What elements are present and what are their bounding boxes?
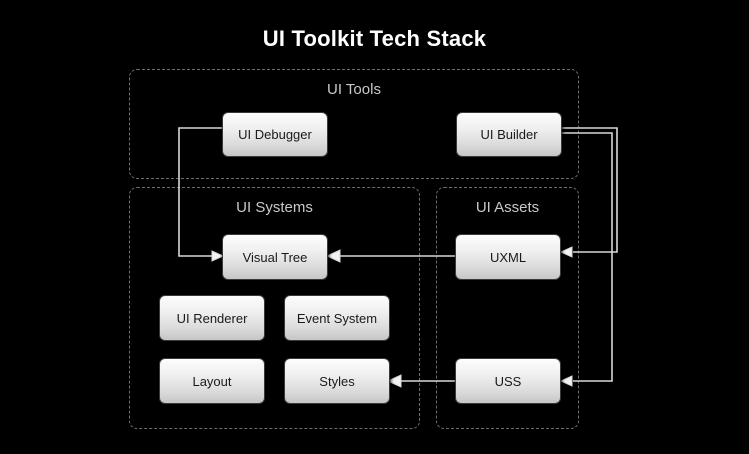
- node-uss-label: USS: [494, 373, 522, 389]
- node-visual-tree-label: Visual Tree: [242, 249, 308, 265]
- group-ui-assets-label: UI Assets: [475, 199, 540, 216]
- node-ui-renderer[interactable]: UI Renderer: [159, 295, 265, 341]
- node-uxml-label: UXML: [489, 249, 527, 265]
- node-ui-debugger[interactable]: UI Debugger: [222, 112, 328, 157]
- group-ui-tools: UI Tools: [129, 69, 579, 179]
- node-event-system[interactable]: Event System: [284, 295, 390, 341]
- node-layout-label: Layout: [192, 373, 232, 389]
- node-ui-renderer-label: UI Renderer: [176, 310, 248, 326]
- node-uxml[interactable]: UXML: [455, 234, 561, 280]
- node-styles[interactable]: Styles: [284, 358, 390, 404]
- node-visual-tree[interactable]: Visual Tree: [222, 234, 328, 280]
- node-event-system-label: Event System: [296, 310, 378, 326]
- group-ui-tools-label: UI Tools: [327, 81, 381, 98]
- page-title: UI Toolkit Tech Stack: [262, 26, 487, 51]
- node-ui-builder[interactable]: UI Builder: [456, 112, 562, 157]
- node-layout[interactable]: Layout: [159, 358, 265, 404]
- node-ui-debugger-label: UI Debugger: [238, 127, 312, 142]
- node-ui-builder-label: UI Builder: [480, 127, 538, 142]
- node-styles-label: Styles: [319, 373, 355, 389]
- group-ui-systems: UI Systems: [129, 187, 420, 429]
- node-uss[interactable]: USS: [455, 358, 561, 404]
- group-ui-systems-label: UI Systems: [236, 199, 313, 216]
